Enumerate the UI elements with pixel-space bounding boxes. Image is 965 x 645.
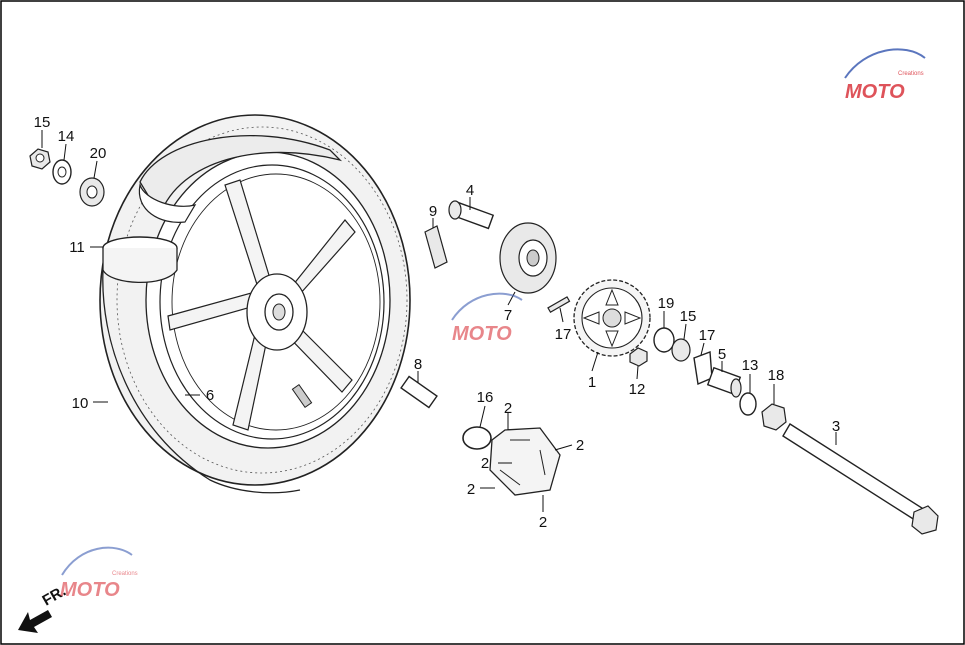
- front-arrow-icon: [18, 610, 52, 633]
- spacer-19: [653, 327, 675, 353]
- callout-17b: 17: [699, 327, 716, 344]
- callout-14: 14: [58, 128, 75, 145]
- watermark-subtext: Creations: [112, 571, 138, 577]
- circlip-16: [462, 426, 492, 450]
- wheel-rim: [159, 164, 385, 440]
- callout-10: 10: [72, 395, 89, 412]
- callout-20: 20: [90, 145, 107, 162]
- nut-15: [29, 148, 51, 170]
- callout-3: 3: [832, 418, 840, 435]
- callout-15b: 15: [680, 308, 697, 325]
- watermark-subtext: Creations: [898, 71, 924, 77]
- sprocket-hub-7: [499, 222, 557, 294]
- watermark-top-right: MOTO Creations: [844, 48, 926, 103]
- callout-15a: 15: [34, 114, 51, 131]
- callout-6: 6: [206, 387, 214, 404]
- lock-plate-9: [424, 225, 448, 269]
- bearing-15: [671, 338, 691, 362]
- watermark-text: MOTO: [845, 81, 905, 103]
- nut-18: [761, 403, 787, 431]
- tire-cutaway: [138, 134, 343, 223]
- watermark-bottom-left: MOTO Creations: [60, 546, 138, 601]
- nut-12: [629, 347, 648, 367]
- watermark-center: MOTO: [451, 292, 523, 345]
- pin-17a: [547, 296, 571, 314]
- inner-tube: [102, 236, 301, 494]
- callout-13: 13: [742, 357, 759, 374]
- callout-16: 16: [477, 389, 494, 406]
- bolt-4: [448, 200, 495, 230]
- callout-7: 7: [504, 307, 512, 324]
- washer-13: [739, 392, 757, 416]
- callout-1: 1: [588, 374, 596, 391]
- spacer-8: [400, 375, 438, 409]
- damper-rubbers-2: [489, 427, 561, 496]
- callout-2a: 2: [504, 400, 512, 417]
- callout-12: 12: [629, 381, 646, 398]
- collar-5: [706, 366, 742, 398]
- bearing-20: [79, 177, 105, 207]
- callout-11: 11: [69, 239, 85, 256]
- callout-9: 9: [429, 203, 437, 220]
- axle-3: [782, 423, 939, 535]
- watermark-text: MOTO: [452, 323, 512, 345]
- callout-2e: 2: [481, 455, 489, 472]
- callout-5: 5: [718, 346, 726, 363]
- callout-19: 19: [658, 295, 675, 312]
- callout-labels: 1 2 2 2 2 2 3 4 5 6 7 8 9 10 11 12 13 14…: [34, 114, 841, 531]
- watermark-text: MOTO: [60, 579, 120, 601]
- callout-2d: 2: [539, 514, 547, 531]
- callout-4: 4: [466, 182, 474, 199]
- washer-14: [52, 159, 72, 185]
- callout-2c: 2: [467, 481, 475, 498]
- callout-8: 8: [414, 356, 422, 373]
- callout-2b: 2: [576, 437, 584, 454]
- leader-lines: [41, 130, 837, 512]
- callout-18: 18: [768, 367, 785, 384]
- sprocket-1: [573, 279, 651, 357]
- callout-17a: 17: [555, 326, 572, 343]
